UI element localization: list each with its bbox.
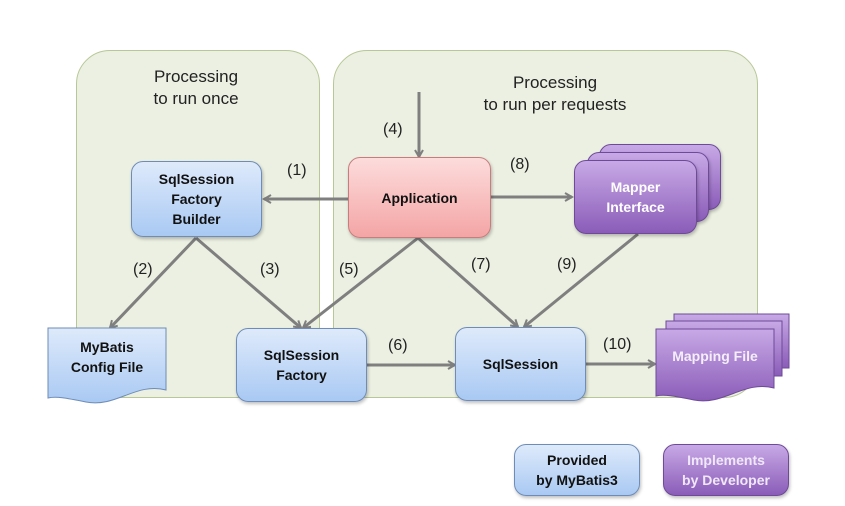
- node-label: Application: [381, 189, 458, 206]
- mapping-file-shape: [655, 313, 790, 402]
- node-sqlsession[interactable]: SqlSession: [455, 327, 586, 401]
- step-label-2: (2): [133, 261, 153, 278]
- step-label-9: (9): [557, 256, 577, 273]
- config-file-shape: [47, 327, 167, 404]
- arrow-9: [524, 232, 639, 327]
- step-label-3: (3): [260, 261, 280, 278]
- node-label: SqlSession: [158, 171, 235, 187]
- node-sqlsession-factory[interactable]: SqlSession Factory: [236, 328, 367, 402]
- node-mybatis-config-file[interactable]: MyBatis Config File: [48, 330, 166, 384]
- node-label: MyBatis: [80, 339, 134, 355]
- legend-implements-by-developer: Implements by Developer: [663, 444, 789, 496]
- node-mapping-file[interactable]: Mapping File: [656, 330, 774, 382]
- arrow-7: [417, 236, 518, 327]
- region-run-once-title: Processing to run once: [106, 66, 286, 110]
- region-title-line: to run per requests: [483, 95, 627, 114]
- step-label-8: (8): [510, 156, 530, 173]
- step-label-7: (7): [471, 256, 491, 273]
- step-label-5: (5): [339, 261, 359, 278]
- node-application[interactable]: Application: [348, 157, 491, 238]
- step-label-4: (4): [383, 121, 403, 138]
- legend-label: Implements: [687, 452, 765, 468]
- arrow-2: [110, 236, 198, 328]
- arrow-3: [195, 236, 301, 328]
- node-label: Config File: [70, 359, 144, 375]
- legend-label: by MyBatis3: [536, 472, 618, 488]
- node-label: SqlSession: [263, 347, 340, 363]
- region-title-line: Processing: [512, 73, 598, 92]
- node-mapper-interface[interactable]: Mapper Interface: [574, 160, 697, 234]
- node-label: Mapper: [610, 179, 661, 195]
- legend-provided-by-mybatis3: Provided by MyBatis3: [514, 444, 640, 496]
- step-label-10: (10): [603, 336, 632, 353]
- step-label-6: (6): [388, 337, 408, 354]
- node-label: Factory: [171, 191, 222, 207]
- region-per-request-title: Processing to run per requests: [440, 72, 670, 116]
- node-label: Factory: [276, 367, 327, 383]
- node-label: Interface: [606, 199, 665, 215]
- region-title-line: Processing: [153, 67, 239, 86]
- node-label: Mapping File: [672, 348, 758, 364]
- step-label-1: (1): [287, 162, 307, 179]
- legend-label: Provided: [547, 452, 607, 468]
- node-label: Builder: [172, 211, 221, 227]
- arrow-5: [303, 236, 419, 328]
- node-sqlsession-factory-builder[interactable]: SqlSession Factory Builder: [131, 161, 262, 237]
- legend-label: by Developer: [682, 472, 770, 488]
- node-label: SqlSession: [482, 356, 559, 372]
- region-title-line: to run once: [153, 89, 239, 108]
